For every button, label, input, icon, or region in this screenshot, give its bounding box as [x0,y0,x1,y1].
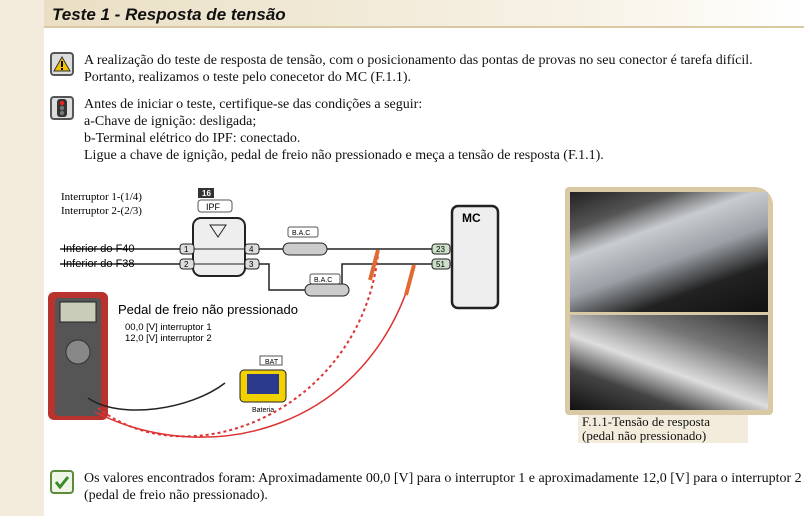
section-header: Teste 1 - Resposta de tensão [44,0,804,28]
mc-label: MC [462,211,481,225]
warning-icon [50,52,74,76]
reading-1: 00,0 [V] interruptor 1 [125,322,212,333]
switch-label-2: Interruptor 2-(2/3) [61,205,142,217]
page-title: Teste 1 - Resposta de tensão [52,5,286,24]
svg-text:2: 2 [184,260,189,269]
switch-label-1: Interruptor 1-(1/4) [61,191,142,203]
page-margin [0,0,44,516]
svg-text:1: 1 [184,245,189,254]
traffic-light-icon [50,96,74,120]
mc-module [450,204,500,310]
svg-text:B.A.C: B.A.C [314,277,332,284]
battery-terminal-photo [570,315,768,410]
reading-2: 12,0 [V] interruptor 2 [125,333,212,344]
input-f40: Inferior do F40 [63,243,135,255]
svg-text:4: 4 [249,245,254,254]
input-f38: Inferior do F38 [63,258,135,270]
photo-frame [565,187,773,415]
photo-caption: F.1.1-Tensão de resposta (pedal não pres… [578,415,748,443]
wiring-diagram: Interruptor 1-(1/4) Interruptor 2-(2/3) … [48,188,500,438]
ecu-photo [570,192,768,312]
svg-text:BAT: BAT [265,359,279,366]
component-number: 16 [202,189,211,198]
svg-text:Bateria: Bateria [252,407,274,414]
ipf-switch [192,217,246,277]
svg-text:B.A.C: B.A.C [292,230,310,237]
meter-title: Pedal de freio não pressionado [118,302,298,317]
svg-text:51: 51 [436,260,445,269]
svg-text:3: 3 [249,260,254,269]
svg-text:23: 23 [436,245,445,254]
component-label: IPF [206,202,221,212]
check-icon [50,470,74,494]
